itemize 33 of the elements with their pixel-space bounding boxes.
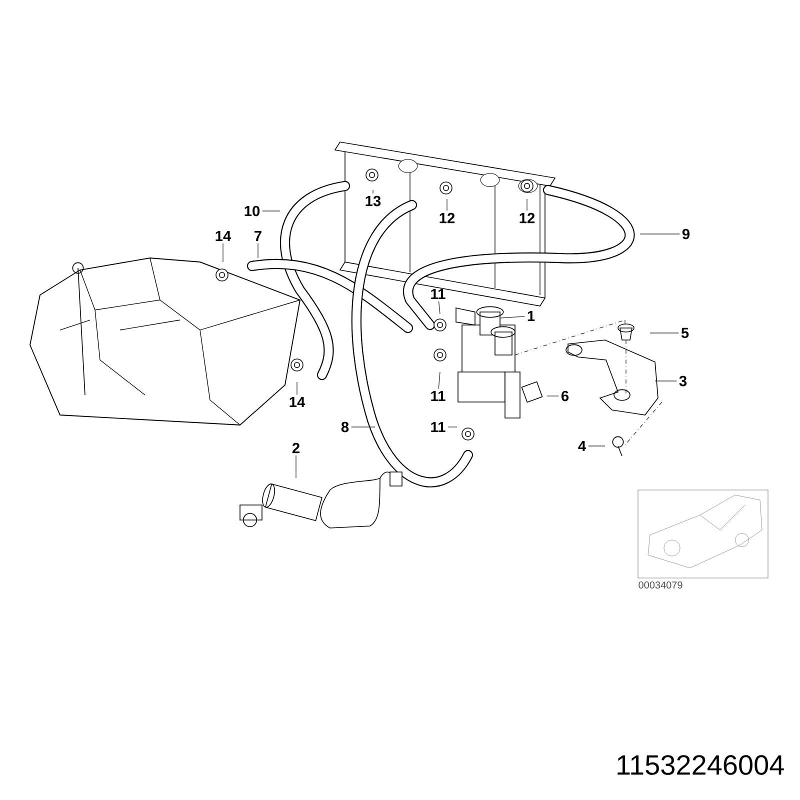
callout-number: 2 <box>292 442 300 454</box>
leader-line <box>296 382 298 396</box>
callout-number: 5 <box>681 328 689 338</box>
leader-line <box>448 426 458 428</box>
leader-line <box>372 190 374 194</box>
callout-number: 8 <box>341 422 349 432</box>
callout-number: 10 <box>244 206 260 216</box>
leader-line <box>438 300 440 314</box>
callout-number: 4 <box>578 440 586 452</box>
leader-line <box>262 210 280 212</box>
leader-line <box>500 316 525 318</box>
callout-number: 12 <box>520 212 535 224</box>
leader-line <box>438 372 440 390</box>
leader-line <box>650 332 679 334</box>
callout-number: 14 <box>216 230 232 242</box>
callout-number: 11 <box>431 390 446 402</box>
leader-line <box>446 198 448 211</box>
leader-line <box>654 380 677 382</box>
leader-line <box>351 426 376 428</box>
callout-number: 13 <box>366 196 381 206</box>
callout-number: 11 <box>431 288 446 300</box>
callout-number: 1 <box>528 310 535 322</box>
leader-line <box>222 242 224 262</box>
part-number: 11532246004 <box>618 755 784 775</box>
callout-number: 7 <box>254 230 262 242</box>
callout-number: 14 <box>290 396 306 408</box>
callout-number: 11 <box>431 422 446 432</box>
callout-number: 12 <box>440 212 455 224</box>
callout-number: 6 <box>561 390 569 402</box>
callout-number: 9 <box>682 228 690 240</box>
callout-number: 3 <box>679 376 687 386</box>
drawing-number: 00034079 <box>638 581 682 589</box>
leader-line <box>526 198 528 211</box>
